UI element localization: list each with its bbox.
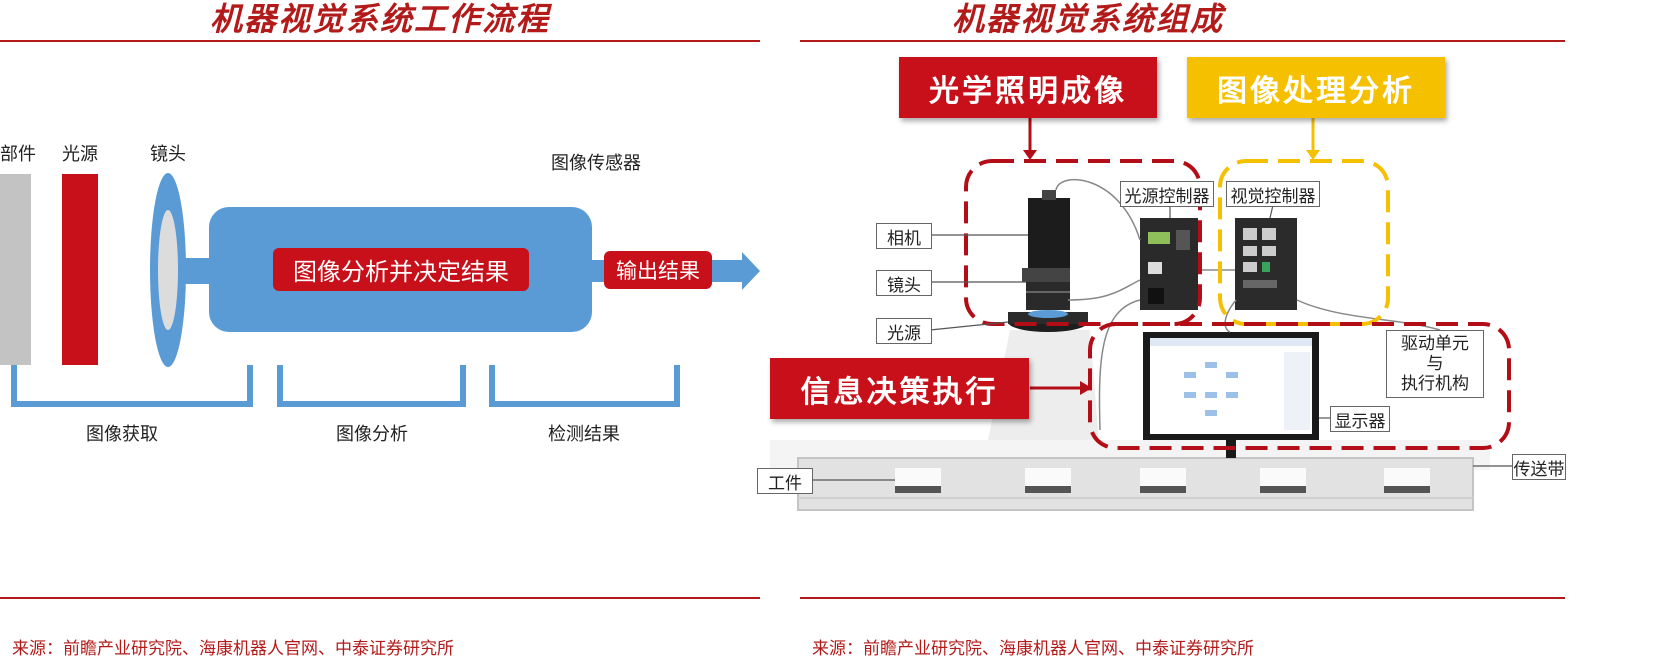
bracket-acquisition	[11, 365, 253, 407]
drive-unit-line3: 执行机构	[1401, 374, 1469, 394]
workpieces	[895, 468, 1430, 493]
tag-camera: 相机	[876, 223, 932, 249]
right-title: 机器视觉系统组成	[951, 0, 1224, 38]
tag-drive-unit: 驱动单元 与 执行机构	[1386, 330, 1484, 398]
right-title-rule	[800, 40, 1565, 42]
tag-light: 光源	[876, 318, 932, 344]
tag-leaders	[812, 204, 1512, 481]
drive-unit-line2: 与	[1426, 354, 1444, 374]
decision-group-border	[1088, 322, 1511, 450]
part-bar	[0, 174, 31, 365]
camera-device	[1022, 190, 1070, 310]
system-composition-graphics	[770, 118, 1512, 511]
optics-imaging-banner: 光学照明成像	[899, 57, 1157, 118]
left-title: 机器视觉系统工作流程	[209, 0, 550, 38]
label-part: 部件	[0, 144, 36, 165]
analyze-decide-box: 图像分析并决定结果	[273, 248, 529, 291]
lens-inner	[158, 210, 178, 330]
label-light: 光源	[62, 144, 98, 165]
light-source-bar	[62, 174, 98, 365]
stage-result: 检测结果	[548, 424, 620, 445]
decision-execution-banner: 信息决策执行	[770, 358, 1029, 419]
optics-group-border	[964, 159, 1202, 326]
light-controller-device	[1140, 218, 1198, 310]
output-result-box: 输出结果	[604, 251, 712, 289]
drive-unit-line1: 驱动单元	[1401, 334, 1469, 354]
right-source: 来源：前瞻产业研究院、海康机器人官网、中泰证券研究所	[812, 639, 1254, 659]
tag-display: 显示器	[1330, 406, 1390, 432]
banner-arrows	[1023, 118, 1320, 395]
image-processing-banner: 图像处理分析	[1187, 57, 1445, 118]
stage-acquisition: 图像获取	[86, 424, 158, 445]
processing-group-border	[1218, 159, 1390, 326]
right-footer-rule	[800, 597, 1565, 599]
tag-light-controller: 光源控制器	[1120, 181, 1214, 207]
tag-vision-controller: 视觉控制器	[1226, 181, 1320, 207]
left-source: 来源：前瞻产业研究院、海康机器人官网、中泰证券研究所	[12, 639, 454, 659]
stage-analysis: 图像分析	[336, 424, 408, 445]
monitor-device	[1143, 332, 1319, 458]
tag-lens: 镜头	[876, 270, 932, 296]
tag-conveyor: 传送带	[1512, 454, 1566, 480]
bracket-analysis	[277, 365, 466, 407]
vision-controller-device	[1235, 218, 1297, 310]
left-footer-rule	[0, 597, 760, 599]
left-title-rule	[0, 40, 760, 42]
bracket-result	[489, 365, 680, 407]
output-arrow-head	[742, 252, 760, 290]
tag-workpiece: 工件	[757, 468, 813, 494]
label-sensor: 图像传感器	[551, 153, 641, 174]
label-lens: 镜头	[150, 144, 186, 165]
